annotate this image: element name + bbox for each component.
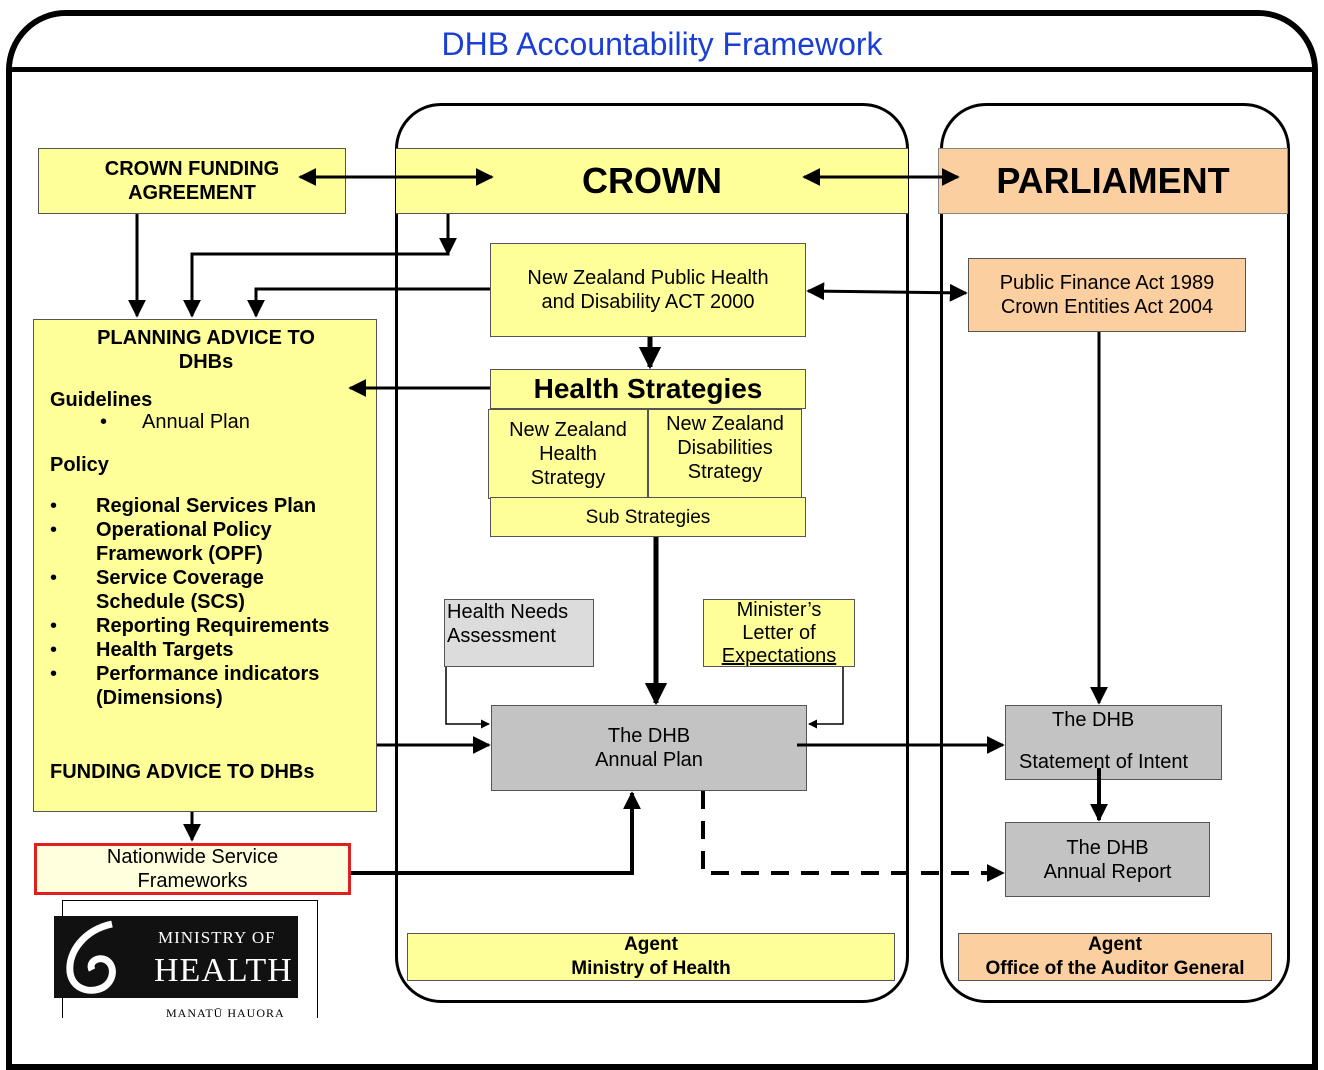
soi-line2: Statement of Intent [1019, 751, 1188, 773]
agent-oag-line2: Office of the Auditor General [985, 958, 1245, 979]
finance-act-box: Public Finance Act 1989 Crown Entities A… [968, 258, 1246, 332]
annual-report-line2: Annual Report [1043, 860, 1172, 883]
agent-moh-line2: Ministry of Health [571, 958, 731, 979]
arrow-needs-plan [445, 667, 490, 729]
nz-health-line2: Health [539, 443, 597, 465]
agent-auditor-general: Agent Office of the Auditor General [958, 933, 1272, 981]
annual-plan-line2: Annual Plan [595, 749, 703, 771]
crown-funding-line1: CROWN FUNDING [104, 158, 280, 180]
dhb-annual-report-box: The DHB Annual Report [1005, 822, 1210, 897]
health-needs-assessment-box: Health Needs Assessment [444, 599, 594, 667]
health-strategies-header: Health Strategies [490, 369, 806, 409]
nationwide-service-frameworks-box: Nationwide Service Frameworks [34, 843, 351, 895]
policy-item: Performance indicators (Dimensions) [34, 662, 376, 710]
diagram-title: DHB Accountability Framework [12, 16, 1312, 72]
funding-advice-label: FUNDING ADVICE TO DHBs [50, 761, 315, 783]
ministers-letter-box: Minister’s Letter of Expectations [703, 599, 855, 667]
crown-funding-agreement: CROWN FUNDING AGREEMENT [38, 148, 346, 214]
nationwide-line2: Frameworks [137, 870, 248, 892]
arrow-crown-planning [183, 214, 450, 318]
logo-line2: HEALTH [154, 952, 293, 989]
nz-act-line2: and Disability ACT 2000 [541, 291, 755, 313]
ministers-letter-line3: Expectations [721, 644, 837, 667]
policy-list: Regional Services Plan Operational Polic… [34, 494, 376, 710]
logo-subtitle: MANATŪ HAUORA [162, 1006, 289, 1021]
annual-report-line1: The DHB [1066, 836, 1149, 859]
dhb-annual-plan-box: The DHB Annual Plan [491, 705, 807, 791]
arrow-plan-report-dashed [701, 791, 1005, 882]
planning-heading-line2: DHBs [178, 351, 234, 373]
agent-moh-line1: Agent [624, 934, 678, 955]
sub-strategies-box: Sub Strategies [490, 497, 806, 537]
nz-dis-line2: Disabilities [677, 437, 773, 459]
policy-item: Reporting Requirements [34, 614, 376, 638]
finance-act-line2: Crown Entities Act 2004 [1000, 296, 1214, 318]
koru-icon [66, 920, 116, 994]
nz-health-act-box: New Zealand Public Health and Disability… [490, 243, 806, 337]
agent-ministry-of-health: Agent Ministry of Health [407, 933, 895, 981]
statement-of-intent-box: The DHB Statement of Intent [1005, 705, 1222, 780]
finance-act-line1: Public Finance Act 1989 [999, 272, 1215, 294]
arrow-letter-plan [808, 667, 844, 729]
agent-oag-line1: Agent [1088, 934, 1142, 955]
annual-plan-line1: The DHB [607, 725, 691, 747]
ministers-letter-line2: Letter of [742, 621, 816, 644]
policy-item: Health Targets [34, 638, 376, 662]
nz-dis-line3: Strategy [687, 461, 763, 483]
ministry-of-health-logo: MINISTRY OF HEALTH [54, 916, 298, 998]
guideline-item: Annual Plan [84, 410, 374, 434]
nz-dis-line1: New Zealand [666, 413, 784, 435]
nz-health-line3: Strategy [530, 467, 606, 489]
soi-line1: The DHB [1052, 709, 1135, 731]
parliament-header: PARLIAMENT [938, 148, 1288, 214]
policy-label: Policy [50, 454, 109, 476]
guidelines-list: Annual Plan [84, 410, 374, 434]
ministers-letter-line1: Minister’s [736, 598, 822, 621]
policy-item: Service Coverage Schedule (SCS) [34, 566, 376, 614]
nz-health-line1: New Zealand [509, 419, 627, 441]
nationwide-line1: Nationwide Service [106, 846, 279, 868]
planning-heading: PLANNING ADVICE TO DHBs [56, 326, 356, 374]
health-needs-line1: Health Needs [447, 601, 569, 623]
nz-health-strategy-box: New Zealand Health Strategy [488, 409, 648, 499]
arrow-nationwide-plan [351, 791, 641, 875]
planning-heading-line1: PLANNING ADVICE TO [97, 327, 315, 349]
policy-item: Operational Policy Framework (OPF) [34, 518, 376, 566]
crown-funding-line2: AGREEMENT [128, 182, 256, 204]
policy-item: Regional Services Plan [34, 494, 376, 518]
health-needs-line2: Assessment [447, 625, 556, 647]
nz-act-line1: New Zealand Public Health [527, 267, 769, 289]
guidelines-label: Guidelines [50, 389, 153, 411]
planning-advice-box: PLANNING ADVICE TO DHBs Guidelines Annua… [33, 319, 377, 812]
arrow-act-finance [806, 282, 968, 302]
logo-line1: MINISTRY OF [158, 928, 276, 947]
arrow-act-planning [247, 287, 490, 318]
